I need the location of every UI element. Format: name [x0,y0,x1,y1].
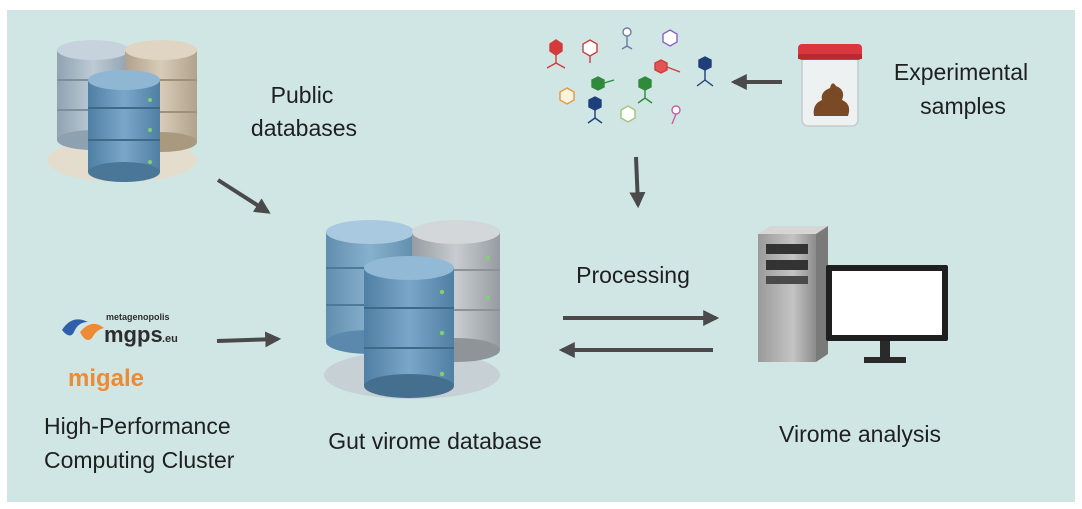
public-database-icon [47,40,197,182]
computer-icon [758,226,948,363]
public-databases-label-line1: Public [271,82,334,108]
arrow-public-to-gut [216,178,271,214]
migale-logo: migale [68,365,144,392]
experimental-samples-label-line1: Experimental [894,59,1028,85]
migale-text: migale [68,365,144,392]
virome-analysis-label: Virome analysis [779,421,941,447]
gut-virome-database-icon [324,220,500,399]
phage-cluster-icon [546,27,714,125]
mgps-suffix-text: .eu [162,333,178,345]
hpc-label-line2: Computing Cluster [44,447,235,473]
arrow-phages-down [629,156,646,209]
mgps-logo: metagenopolis mgps .eu [62,312,178,347]
arrows [216,74,782,358]
experimental-samples-label-line2: samples [920,93,1006,119]
mgps-main-text: mgps [104,322,163,347]
public-databases-label-line2: databases [251,115,357,141]
hpc-label-line1: High-Performance [44,413,231,439]
sample-jar-icon [798,44,862,127]
mgps-small-text: metagenopolis [106,312,170,322]
arrow-hpc-to-gut [216,331,282,348]
processing-label: Processing [576,262,690,288]
gut-virome-database-label: Gut virome database [328,428,542,454]
